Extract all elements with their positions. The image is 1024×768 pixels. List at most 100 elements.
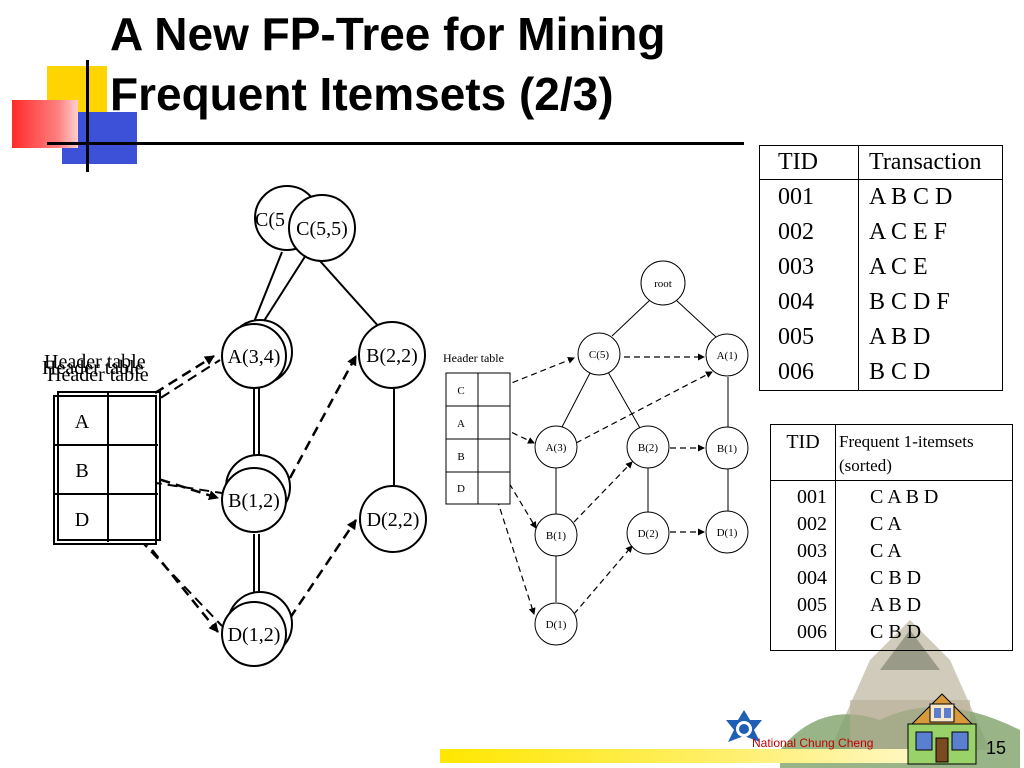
redge-c-a3 [561, 372, 591, 428]
deco-red-square [12, 100, 78, 148]
node-a-label: A(3,4) [228, 346, 281, 368]
node-a [221, 323, 287, 389]
redge-root-c [611, 299, 651, 337]
table-row: 005 A B D [759, 320, 1003, 355]
left-header-table-label-shadow2: Header table [42, 357, 144, 379]
transaction-items: B C D F [869, 289, 950, 315]
edge-root-a [253, 251, 283, 323]
frequent-itemset: C B D [870, 621, 922, 643]
transaction-tid: 001 [759, 179, 859, 215]
rnode-d1-left-label: D(1) [546, 619, 567, 631]
frequent-header-itemsets: Frequent 1-itemsets (sorted) [835, 424, 1013, 481]
transaction-tid: 004 [759, 285, 859, 320]
left-header-item-d: D [75, 509, 89, 531]
rlink-b1-b2 [573, 461, 633, 523]
rnode-d2-label: D(2) [638, 528, 659, 540]
slide-title-line1: A New FP-Tree for Mining [110, 8, 666, 60]
node-b-right [358, 321, 426, 389]
frequent-itemset: C A B D [870, 486, 939, 508]
edge-root2-a [261, 254, 307, 325]
rnode-b1-right-label: B(1) [717, 443, 738, 455]
rnode-root-label: root [654, 278, 672, 290]
slide-title-line2: Frequent Itemsets (2/3) [110, 68, 614, 120]
rlink-header-d [493, 489, 536, 615]
table-row: 001 A B C D [759, 179, 1003, 215]
frequent-itemset-column: C A B D C A C A C B D A B D C B D [836, 481, 1013, 651]
deco-horizontal-line [47, 142, 744, 145]
rnode-a1-label: A(1) [717, 350, 738, 362]
redge-root-a1 [675, 299, 717, 338]
node-root-label: C(5,5) [296, 218, 348, 240]
right-fp-tree: root C(5) A(1) A(3) B(2) B(1) B(1) D(2) … [443, 260, 749, 646]
transaction-tid: 006 [759, 355, 859, 391]
rnode-b2 [626, 425, 670, 469]
frequent-table-header: TID Frequent 1-itemsets (sorted) [770, 424, 1013, 481]
left-fp-tree: C(5 C(5,5) A(3,4) B(2,2) B(1,2) D(2,2) D… [42, 185, 427, 667]
transaction-header-tid: TID [759, 145, 859, 180]
frequent-itemset: C A [870, 513, 902, 535]
rlink-header-a [493, 423, 535, 444]
frequent-tid: 005 [797, 594, 827, 616]
node-d-left-label: D(1,2) [228, 624, 281, 646]
transaction-table: TID Transaction 001 A B C D 002 A C E F 00… [759, 145, 1003, 391]
university-emblem-icon [726, 710, 762, 742]
left-header-item-b: B [75, 460, 88, 482]
link-header-d-2 [139, 539, 223, 627]
rnode-d2 [626, 511, 670, 555]
frequent-itemsets-table: TID Frequent 1-itemsets (sorted) 001 002… [770, 424, 1013, 651]
right-header-item-a: A [457, 418, 465, 430]
node-d-right-label: D(2,2) [367, 509, 420, 531]
frequent-tid: 002 [797, 513, 827, 535]
frequent-tid: 004 [797, 567, 827, 589]
left-header-item-a: A [75, 411, 90, 433]
transaction-items: A B D [869, 324, 931, 350]
frequent-itemset: C B D [870, 567, 922, 589]
left-header-table-label: Header table [47, 364, 149, 386]
frequent-tid: 006 [797, 621, 827, 643]
rnode-d1-right-label: D(1) [717, 527, 738, 539]
node-b-left [221, 467, 287, 533]
right-header-item-c: C [457, 385, 464, 397]
transaction-tid: 003 [759, 250, 859, 285]
right-header-item-b: B [457, 451, 464, 463]
rnode-b1-right [705, 426, 749, 470]
node-b-right-label: B(2,2) [366, 345, 418, 367]
rnode-a3-label: A(3) [546, 442, 567, 454]
frequent-header-tid: TID [770, 424, 836, 481]
rnode-b2-label: B(2) [638, 442, 659, 454]
transaction-tid: 002 [759, 215, 859, 250]
frequent-tid-column: 001 002 003 004 005 006 [770, 480, 836, 651]
link-a-b [288, 355, 358, 479]
node-root-back-label: C(5 [255, 209, 285, 231]
transaction-tid: 005 [759, 320, 859, 355]
rnode-c-label: C(5) [589, 349, 610, 361]
table-row: 002 A C E F [759, 215, 1003, 250]
redge-c-b2 [607, 371, 641, 429]
node-b-left-label: B(1,2) [228, 490, 280, 512]
node-d-right [359, 485, 427, 553]
transaction-items: B C D [869, 359, 931, 385]
node-d-left [221, 601, 287, 667]
rnode-b1-left-label: B(1) [546, 530, 567, 542]
rlink-a3-a1 [575, 371, 713, 444]
transaction-items: A B C D [869, 184, 953, 210]
table-row: 006 B C D [759, 355, 1003, 391]
university-name: National Chung Cheng [752, 736, 874, 750]
transaction-items: A C E [869, 254, 928, 280]
transaction-items: A C E F [869, 219, 948, 245]
frequent-tid: 001 [797, 486, 827, 508]
footer-gradient-bar [440, 749, 910, 763]
rnode-d1-right [705, 510, 749, 554]
rnode-d1-left [534, 602, 578, 646]
rnode-a3 [534, 425, 578, 469]
rlink-d1-d2 [573, 545, 633, 615]
rnode-b1-left [534, 513, 578, 557]
slide-title: A New FP-Tree for Mining Frequent Itemse… [110, 4, 665, 124]
rnode-c [577, 332, 621, 376]
edge-root-b [311, 251, 381, 329]
node-root [288, 194, 356, 262]
transaction-table-header: TID Transaction [759, 145, 1003, 180]
rnode-root [640, 260, 686, 306]
right-header-table-label: Header table [443, 351, 504, 365]
left-header-table-label-shadow: Header table [44, 351, 146, 373]
